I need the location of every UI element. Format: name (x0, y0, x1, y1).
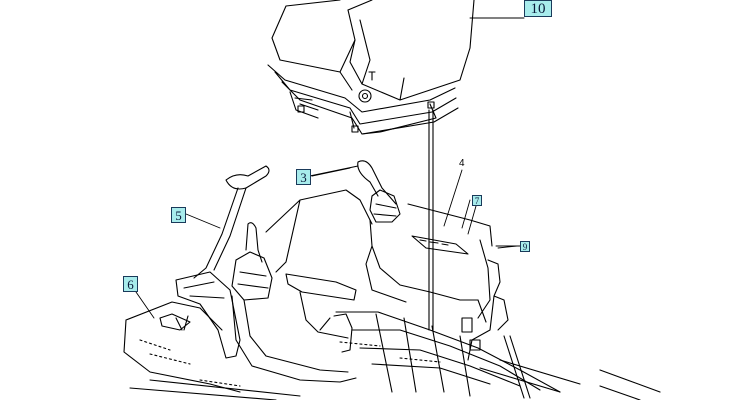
left-console-bracket (319, 313, 353, 353)
floor-dashes (139, 339, 441, 387)
harness-cable (428, 109, 434, 331)
left-console-body (231, 189, 373, 383)
seat-assembly (267, 0, 525, 135)
seat-cushion (271, 0, 356, 91)
leader-5 (185, 213, 221, 229)
armrest (285, 273, 357, 339)
callout-leaders (135, 167, 521, 319)
right-console-boot (369, 189, 401, 223)
cab-floor (123, 301, 561, 400)
left-console (231, 189, 373, 383)
left-console-lever (245, 222, 263, 263)
item-4-leader (443, 169, 463, 227)
callout-10: 10 (524, 0, 552, 17)
leader-7 (467, 205, 477, 235)
right-console-lever (357, 160, 397, 205)
seat-mount-bolt (297, 101, 435, 133)
seat-adjust-knob (358, 89, 372, 103)
right-console (299, 160, 509, 361)
floor-grating (129, 311, 561, 400)
lever-stand-base (175, 271, 241, 359)
seat-backrest (347, 0, 475, 101)
leader-6 (135, 291, 155, 319)
label-item-4: 4 (459, 158, 465, 169)
left-console-boot (231, 251, 273, 301)
right-console-body (299, 165, 493, 323)
right-console-mount (461, 317, 481, 351)
floor-mat (123, 301, 241, 393)
frame-rail (479, 335, 661, 400)
callout-7: 7 (472, 195, 482, 206)
lever-stand-grip (225, 165, 270, 190)
callout-6: 6 (123, 276, 138, 292)
callout-3: 3 (296, 169, 311, 185)
callout-9: 9 (520, 241, 530, 252)
switch-panel (411, 235, 469, 255)
lever-stand-arm (193, 187, 247, 279)
harness-assembly (428, 109, 518, 331)
leader-3 (311, 167, 351, 177)
seat-suspension (289, 91, 437, 135)
lever-stand (175, 165, 270, 359)
callout-5: 5 (171, 207, 186, 223)
